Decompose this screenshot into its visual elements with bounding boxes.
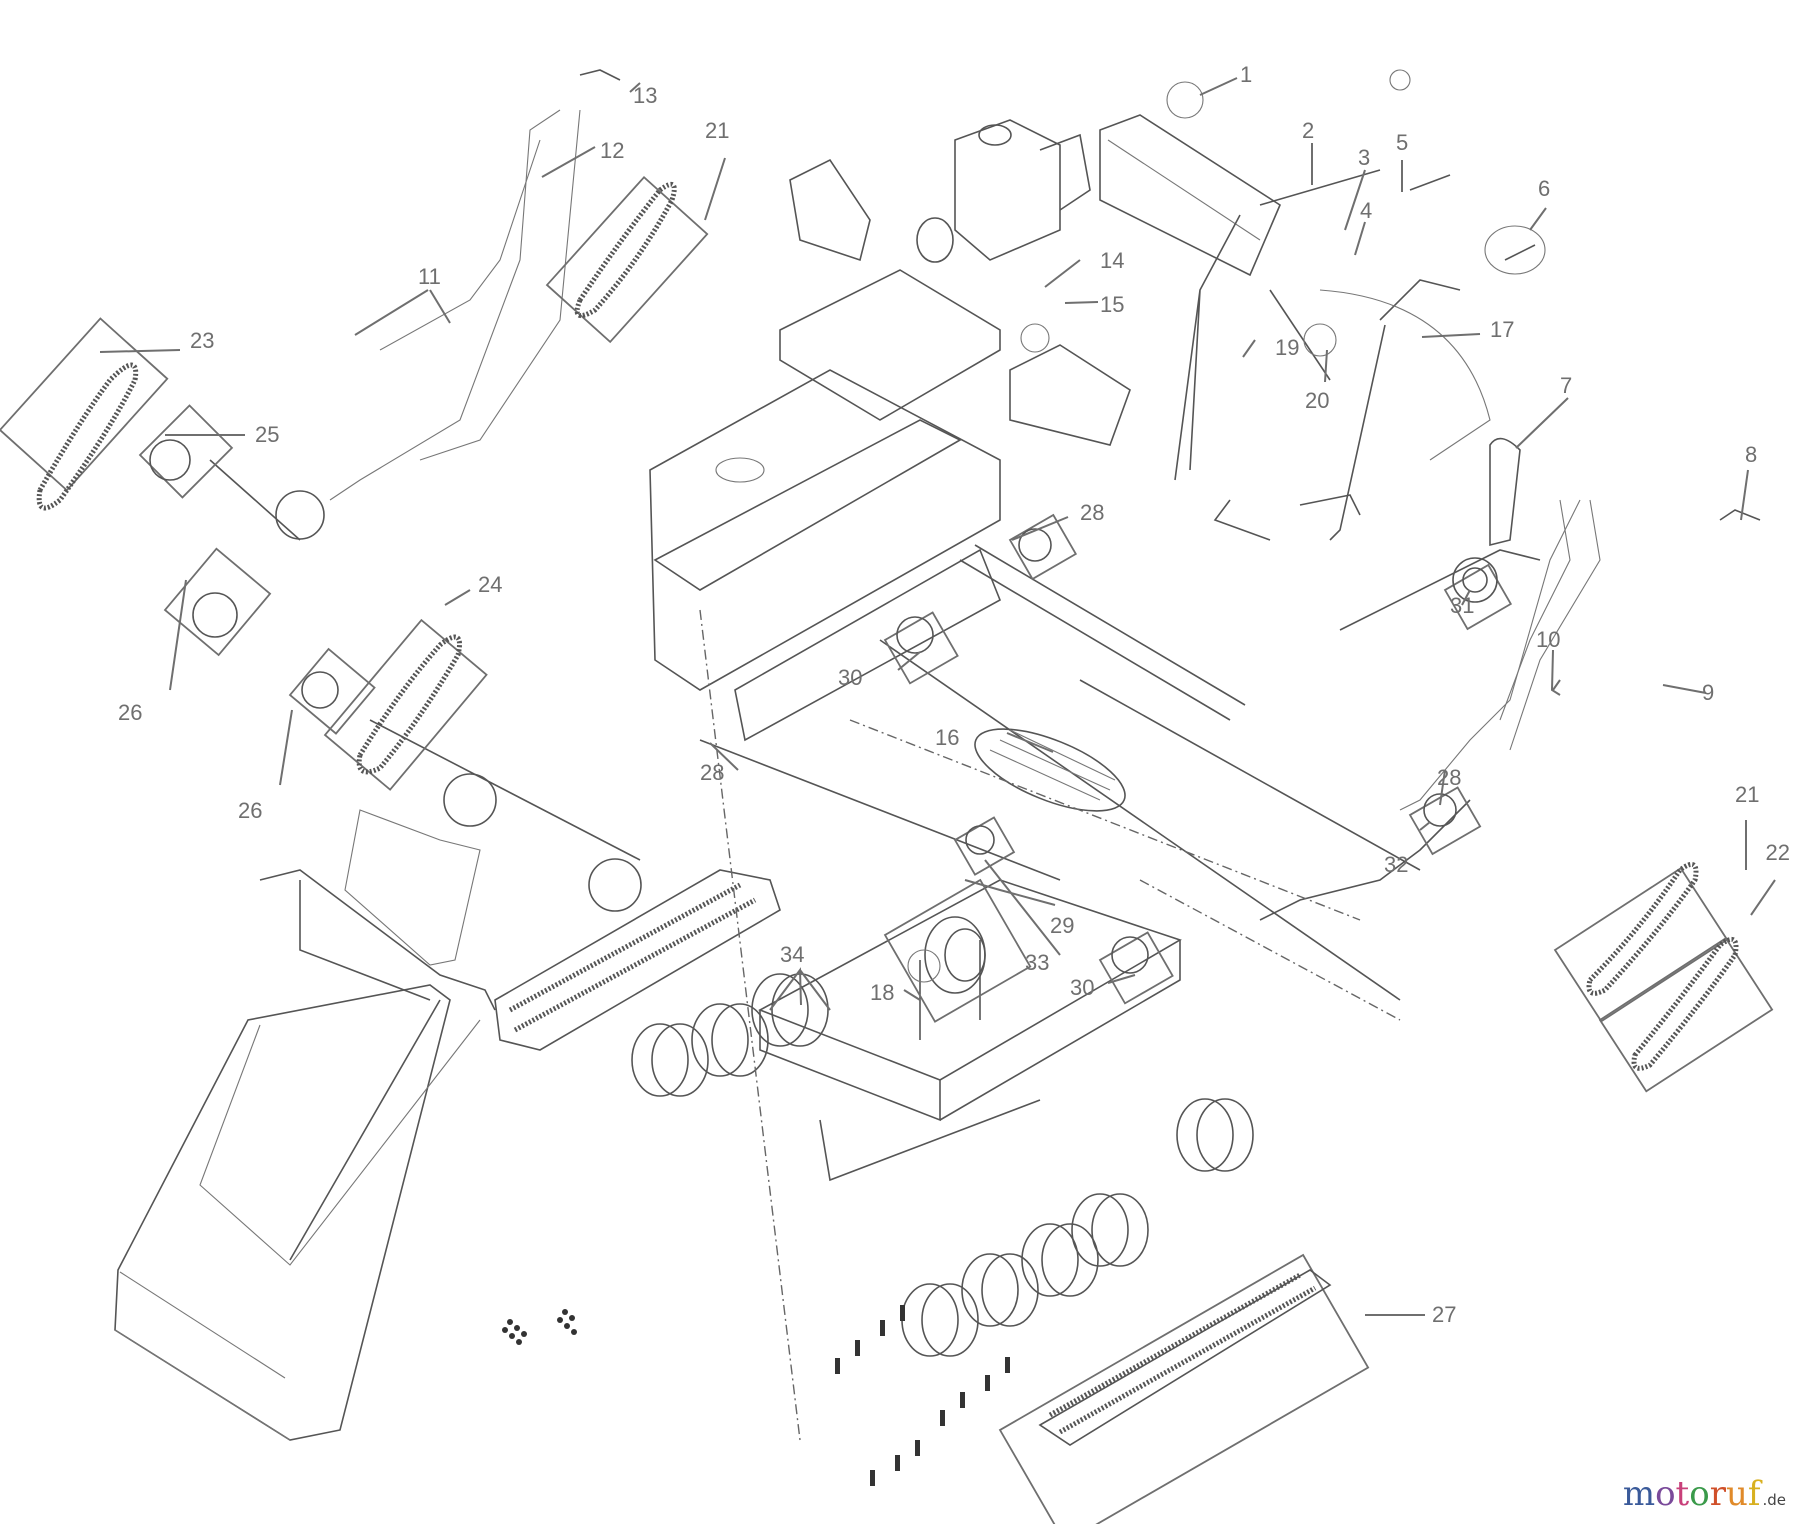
callout-8: 8 [1745, 442, 1757, 467]
sprocket-hub-26b [288, 647, 376, 735]
callout-labels: 1 2 3 4 5 6 7 8 9 10 11 12 13 14 15 16 1… [118, 62, 1790, 1327]
chain-22 [1598, 936, 1774, 1093]
sprocket-hub-26a [163, 547, 272, 657]
callout-17: 17 [1490, 317, 1514, 342]
callout-20: 20 [1305, 388, 1329, 413]
bearing-housings [883, 513, 1513, 1005]
assembly-axis-lines [699, 609, 1401, 1441]
logo-letter: o [1689, 1474, 1710, 1514]
sprocket-hub-25 [138, 404, 234, 499]
drive-shafts [209, 459, 1541, 1001]
callout-25: 25 [255, 422, 279, 447]
logo-letter: u [1725, 1474, 1748, 1514]
callout-4: 4 [1360, 198, 1372, 223]
callout-14: 14 [1100, 248, 1124, 273]
callout-15: 15 [1100, 292, 1124, 317]
callout-7: 7 [1560, 373, 1572, 398]
callout-18: 18 [870, 980, 894, 1005]
motoruf-watermark-logo: motoruf.de [1623, 1474, 1786, 1514]
grips-and-levers [579, 69, 1761, 521]
logo-letter: m [1622, 1474, 1656, 1514]
chain-24 [323, 618, 488, 791]
callout-12: 12 [600, 138, 624, 163]
control-cables [329, 109, 1601, 921]
callout-28b: 28 [700, 760, 724, 785]
callout-28c: 28 [1437, 765, 1461, 790]
callout-30a: 30 [838, 665, 862, 690]
logo-letter: r [1709, 1474, 1726, 1514]
callout-1: 1 [1240, 62, 1252, 87]
callout-26b: 26 [238, 798, 262, 823]
callout-31: 31 [1450, 593, 1474, 618]
belt-guard [789, 158, 871, 262]
rubber-track-27 [998, 1253, 1370, 1524]
callout-2: 2 [1302, 118, 1314, 143]
callout-27: 27 [1432, 1302, 1456, 1327]
logo-letter: o [1655, 1474, 1676, 1514]
road-wheels [631, 973, 1254, 1357]
encircled-parts [907, 69, 1546, 983]
callout-21-top: 21 [705, 118, 729, 143]
logo-letter: t [1675, 1474, 1690, 1514]
logo-letter: f [1747, 1474, 1761, 1514]
chain-tensioner-7 [1489, 437, 1521, 547]
seat-frame [779, 269, 1131, 446]
callout-33: 33 [1025, 950, 1049, 975]
callout-32: 32 [1384, 852, 1408, 877]
handle-frame [1174, 169, 1461, 541]
callout-30b: 30 [1070, 975, 1094, 1000]
callout-34: 34 [780, 942, 804, 967]
callout-6: 6 [1538, 176, 1550, 201]
sprocket-gear [275, 490, 642, 912]
callout-22: 22 [1766, 840, 1790, 865]
chain-21-right [1553, 861, 1729, 1023]
callout-19: 19 [1275, 335, 1299, 360]
callout-23: 23 [190, 328, 214, 353]
rubber-track-left [494, 869, 781, 1051]
callout-29: 29 [1050, 913, 1074, 938]
callout-3: 3 [1358, 145, 1370, 170]
spring-16 [974, 728, 1126, 812]
callout-13: 13 [633, 83, 657, 108]
callout-11: 11 [418, 264, 441, 289]
callout-26a: 26 [118, 700, 142, 725]
callout-5: 5 [1396, 130, 1408, 155]
chain-23 [0, 317, 169, 511]
callout-21-right: 21 [1735, 782, 1759, 807]
engine [916, 119, 1091, 263]
callout-16: 16 [935, 725, 959, 750]
callout-9: 9 [1702, 680, 1714, 705]
callout-24: 24 [478, 572, 502, 597]
undercarriage-frame [758, 879, 1182, 1182]
dump-bucket [114, 809, 496, 1441]
bolts-cluster [502, 1305, 1010, 1486]
idler-wheel-33 [883, 878, 1032, 1023]
callout-10: 10 [1536, 627, 1560, 652]
chassis-tray [649, 369, 1002, 742]
logo-tld: .de [1762, 1491, 1786, 1509]
callout-28a: 28 [1080, 500, 1104, 525]
callout-leaders [99, 77, 1776, 1316]
engine-cover [1099, 114, 1282, 277]
chain-21-top [545, 175, 709, 344]
